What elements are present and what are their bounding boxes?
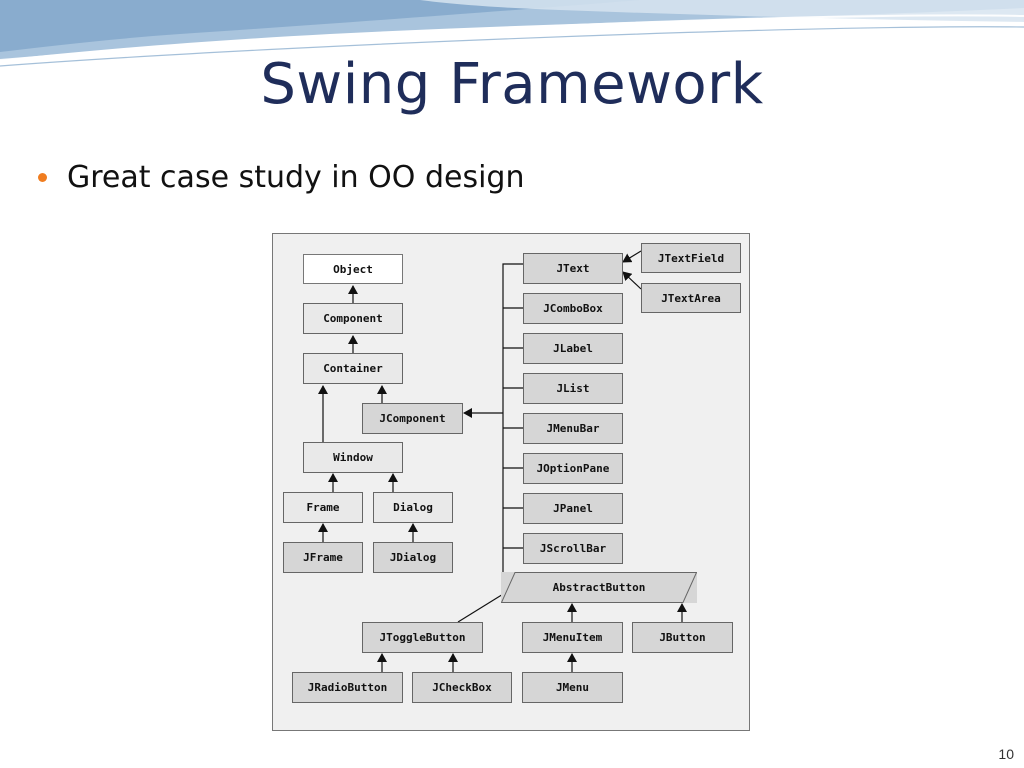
class-box-jframe: JFrame <box>283 542 363 573</box>
class-box-jcombobox: JComboBox <box>523 293 623 324</box>
class-box-jtextarea: JTextArea <box>641 283 741 313</box>
bullet-dot-icon <box>38 173 47 182</box>
class-box-jmenubar: JMenuBar <box>523 413 623 444</box>
bullet-item: Great case study in OO design <box>38 160 524 195</box>
slide-page-number: 10 <box>998 746 1014 762</box>
bullet-text: Great case study in OO design <box>67 160 525 195</box>
class-box-jcheckbox: JCheckBox <box>412 672 512 703</box>
class-box-jdialog: JDialog <box>373 542 453 573</box>
class-box-dialog: Dialog <box>373 492 453 523</box>
class-box-jtext: JText <box>523 253 623 284</box>
class-box-frame: Frame <box>283 492 363 523</box>
class-box-jradiobutton: JRadioButton <box>292 672 403 703</box>
class-box-jmenu: JMenu <box>522 672 623 703</box>
class-hierarchy-diagram: Object Component Container JComponent Wi… <box>272 233 750 731</box>
class-box-joptionpane: JOptionPane <box>523 453 623 484</box>
class-box-container: Container <box>303 353 403 384</box>
class-box-abstractbutton: AbstractButton <box>501 572 697 603</box>
abstractbutton-shape <box>501 572 697 603</box>
edge-jtextfield-jtext <box>622 250 642 263</box>
class-box-jpanel: JPanel <box>523 493 623 524</box>
class-box-component: Component <box>303 303 403 334</box>
class-box-jcomponent: JComponent <box>362 403 463 434</box>
header-wave-decoration <box>0 0 1024 67</box>
class-box-jlist: JList <box>523 373 623 404</box>
class-box-jtogglebutton: JToggleButton <box>362 622 483 653</box>
class-label-abstractbutton: AbstractButton <box>552 581 646 594</box>
class-box-jlabel: JLabel <box>523 333 623 364</box>
class-box-jbutton: JButton <box>632 622 733 653</box>
slide-title: Swing Framework <box>260 52 764 117</box>
class-box-object: Object <box>303 254 403 284</box>
class-box-window: Window <box>303 442 403 473</box>
class-box-jmenuitem: JMenuItem <box>522 622 623 653</box>
class-box-jtextfield: JTextField <box>641 243 741 273</box>
class-box-jscrollbar: JScrollBar <box>523 533 623 564</box>
edge-jtextarea-jtext <box>622 271 642 290</box>
